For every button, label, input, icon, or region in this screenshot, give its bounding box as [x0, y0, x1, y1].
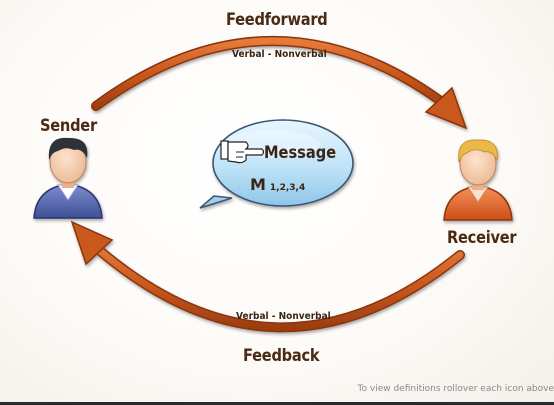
feedback-subtitle: Verbal - Nonverbal: [236, 311, 331, 322]
feedforward-subtitle: Verbal - Nonverbal: [232, 49, 327, 60]
message-code-letter: M: [250, 175, 266, 194]
message-code-subscript: 1,2,3,4: [269, 183, 306, 193]
receiver-icon[interactable]: [443, 139, 513, 221]
pointing-hand-icon: [220, 140, 265, 164]
message-bubble-icon[interactable]: [199, 119, 354, 209]
rollover-hint: To view definitions rollover each icon a…: [357, 384, 554, 394]
message-label: Message: [264, 143, 337, 163]
feedforward-title: Feedforward: [226, 10, 328, 30]
sender-label: Sender: [40, 116, 97, 136]
footer-bar: [0, 402, 554, 405]
feedforward-arrow[interactable]: [91, 36, 468, 130]
feedback-title: Feedback: [243, 346, 320, 366]
feedback-arrow[interactable]: [70, 220, 465, 333]
sender-icon[interactable]: [33, 137, 103, 219]
receiver-label: Receiver: [447, 228, 517, 248]
